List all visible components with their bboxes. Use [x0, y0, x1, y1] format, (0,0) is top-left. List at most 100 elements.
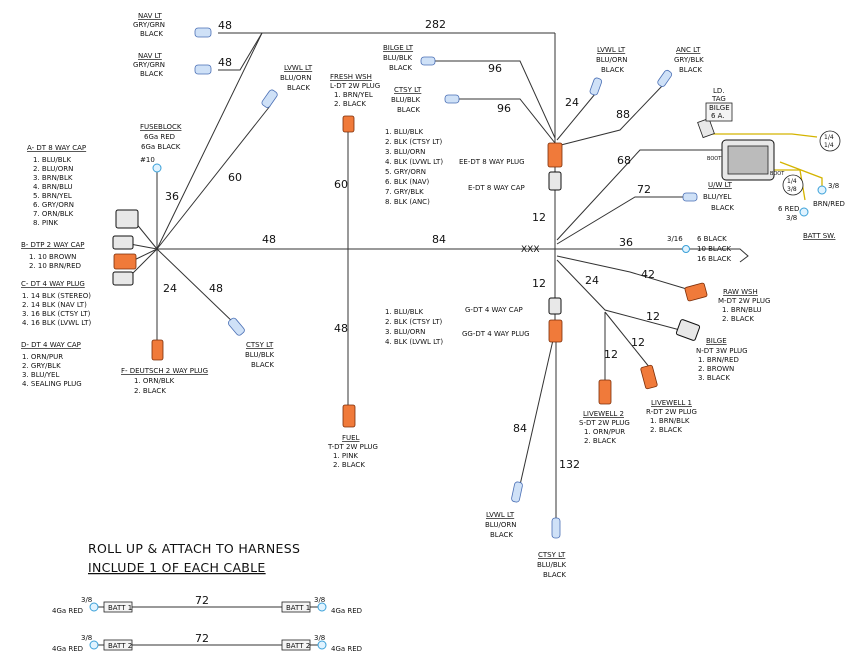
- cable-length-42: 42: [641, 268, 655, 281]
- g-cap-pinout: 1. BLU/BLK 2. BLK (CTSY LT) 3. BLU/ORN 4…: [385, 308, 443, 346]
- connector-deutsch[interactable]: [151, 339, 164, 361]
- connector-livewell1[interactable]: [640, 364, 658, 390]
- wire-nav2: [218, 32, 263, 71]
- batt2-right-ring[interactable]: [317, 640, 327, 650]
- connector-lvwl-top-right[interactable]: [589, 77, 603, 96]
- connector-ctsy-top[interactable]: [444, 94, 460, 104]
- connector-livewell2[interactable]: [598, 379, 612, 405]
- label-black-16: 16 BLACK: [697, 255, 732, 263]
- ring-terminal-brn-red[interactable]: [817, 185, 827, 195]
- label-nav2-title: NAV LT: [138, 52, 163, 60]
- label-anc-l1: GRY/BLK: [674, 56, 704, 64]
- label-raw-title: RAW WSH: [723, 288, 758, 296]
- batt1-right-tag-text: BATT 1: [286, 604, 310, 612]
- connector-bilge-lt[interactable]: [420, 56, 436, 66]
- label-brn-red: BRN/RED: [813, 200, 845, 208]
- label-boot-1: BOOT: [707, 156, 722, 162]
- list-a-8: 8. PINK: [33, 219, 58, 227]
- cable-length-96-ctsy: 96: [497, 102, 511, 115]
- label-lw2-title: LIVEWELL 2: [583, 410, 624, 418]
- connectors: [89, 27, 841, 651]
- label-lw2-l3: 2. BLACK: [584, 437, 616, 445]
- ring-terminal-fuseblock[interactable]: [152, 163, 162, 173]
- cable-length-48-nav1: 48: [218, 19, 232, 32]
- wire-24b: [556, 259, 681, 331]
- ee-item-8: 8. BLK (ANC): [385, 198, 430, 206]
- cable-length-84-lvwl: 84: [513, 422, 527, 435]
- batt2-right-tag-text: BATT 2: [286, 642, 310, 650]
- batt1-right-wire: 4Ga RED: [331, 607, 362, 615]
- list-d-3: 3. BLU/YEL: [22, 371, 59, 379]
- batt2-left-tag-text: BATT 2: [108, 642, 132, 650]
- connector-nav1[interactable]: [194, 27, 212, 38]
- label-fuel-title: FUEL: [342, 434, 360, 442]
- list-a-4: 4. BRN/BLU: [33, 183, 73, 191]
- connector-c-plug[interactable]: [113, 253, 137, 270]
- list-d-1: 1. ORN/PUR: [22, 353, 63, 361]
- connector-g-cap[interactable]: [548, 297, 562, 315]
- label-lw1-l3: 2. BLACK: [650, 426, 682, 434]
- connector-fresh-wsh[interactable]: [342, 115, 355, 133]
- ring-size-marker-b: [782, 174, 804, 196]
- label-nav2-l1: GRY/GRN: [133, 61, 165, 69]
- roll-up-note: ROLL UP & ATTACH TO HARNESS INCLUDE 1 OF…: [88, 541, 300, 575]
- connector-gg-plug[interactable]: [548, 319, 563, 343]
- ring-terminal-6-red[interactable]: [799, 207, 809, 217]
- batt2-left-size: 3/8: [81, 634, 92, 642]
- cable-lengths: 282 48 48 96 96 24 88 68 72 12 36 42 24 …: [163, 18, 660, 471]
- connector-uw-lt[interactable]: [682, 192, 698, 202]
- label-nav1-title: NAV LT: [138, 12, 163, 20]
- batt1-length: 72: [195, 594, 209, 607]
- list-b-2: 2. 10 BRN/RED: [29, 262, 81, 270]
- label-fresh-l1: L-DT 2W PLUG: [330, 82, 380, 90]
- connector-e-cap[interactable]: [548, 171, 562, 191]
- cable-length-12-g: 12: [532, 277, 546, 290]
- label-lw1-title: LIVEWELL 1: [651, 399, 692, 407]
- wire-42: [556, 255, 691, 291]
- label-raw-l3: 2. BLACK: [722, 315, 754, 323]
- label-gg-title: GG-DT 4 WAY PLUG: [462, 330, 530, 338]
- batt2-right-tag: [281, 639, 311, 651]
- ld-tag-box: [705, 102, 733, 122]
- ring-a-l1: 1/4: [824, 134, 834, 141]
- cable-length-88: 88: [616, 108, 630, 121]
- label-bilge-l1: N-DT 3W PLUG: [696, 347, 748, 355]
- connector-ee-plug[interactable]: [547, 142, 563, 168]
- batt2-left-ring[interactable]: [89, 640, 99, 650]
- batt1-right-ring[interactable]: [317, 602, 327, 612]
- connector-d-cap[interactable]: [112, 271, 134, 286]
- list-a-1: 1. BLU/BLK: [33, 156, 71, 164]
- connector-anc[interactable]: [657, 69, 673, 88]
- list-d-2: 2. GRY/BLK: [22, 362, 61, 370]
- connector-fuel[interactable]: [342, 404, 356, 428]
- g-item-3: 3. BLU/ORN: [385, 328, 425, 336]
- ee-item-4: 4. BLK (LVWL LT): [385, 158, 443, 166]
- list-b-title: B- DTP 2 WAY CAP: [21, 241, 85, 249]
- ring-terminal-black[interactable]: [682, 245, 690, 253]
- batt1-left-ring[interactable]: [89, 602, 99, 612]
- connector-ctsy-mid[interactable]: [227, 317, 245, 337]
- ld-tag-l3: BILGE: [709, 104, 730, 112]
- label-ctsy-mid-title: CTSY LT: [246, 341, 274, 349]
- label-lw2-l1: S-DT 2W PLUG: [579, 419, 630, 427]
- label-uw-title: U/W LT: [708, 181, 733, 189]
- g-item-4: 4. BLK (LVWL LT): [385, 338, 443, 346]
- connector-raw-wsh[interactable]: [684, 282, 708, 302]
- connector-ctsy-bottom[interactable]: [551, 517, 561, 539]
- ring-b-l1: 1/4: [787, 178, 797, 185]
- cable-length-60-lvwl: 60: [228, 171, 242, 184]
- connector-bilge[interactable]: [675, 319, 701, 341]
- list-a-2: 2. BLU/ORN: [33, 165, 73, 173]
- connector-a-cap[interactable]: [115, 209, 139, 229]
- label-bilge-l2: 1. BRN/RED: [698, 356, 739, 364]
- connector-nav2[interactable]: [194, 64, 212, 75]
- label-fresh-l2: 1. BRN/YEL: [334, 91, 373, 99]
- batt-cable-1: 3/8 4Ga RED BATT 1 72 BATT 1 3/8 4Ga RED: [52, 594, 362, 615]
- connector-lvwl-bottom[interactable]: [511, 481, 523, 503]
- label-nav1-l1: GRY/GRN: [133, 21, 165, 29]
- wire-cap-d: [129, 248, 158, 277]
- batt2-right-size: 3/8: [314, 634, 325, 642]
- connector-b-cap[interactable]: [112, 235, 134, 250]
- connector-lvwl-top-left[interactable]: [261, 89, 279, 109]
- label-lvwl-tr-l1: BLU/ORN: [596, 56, 627, 64]
